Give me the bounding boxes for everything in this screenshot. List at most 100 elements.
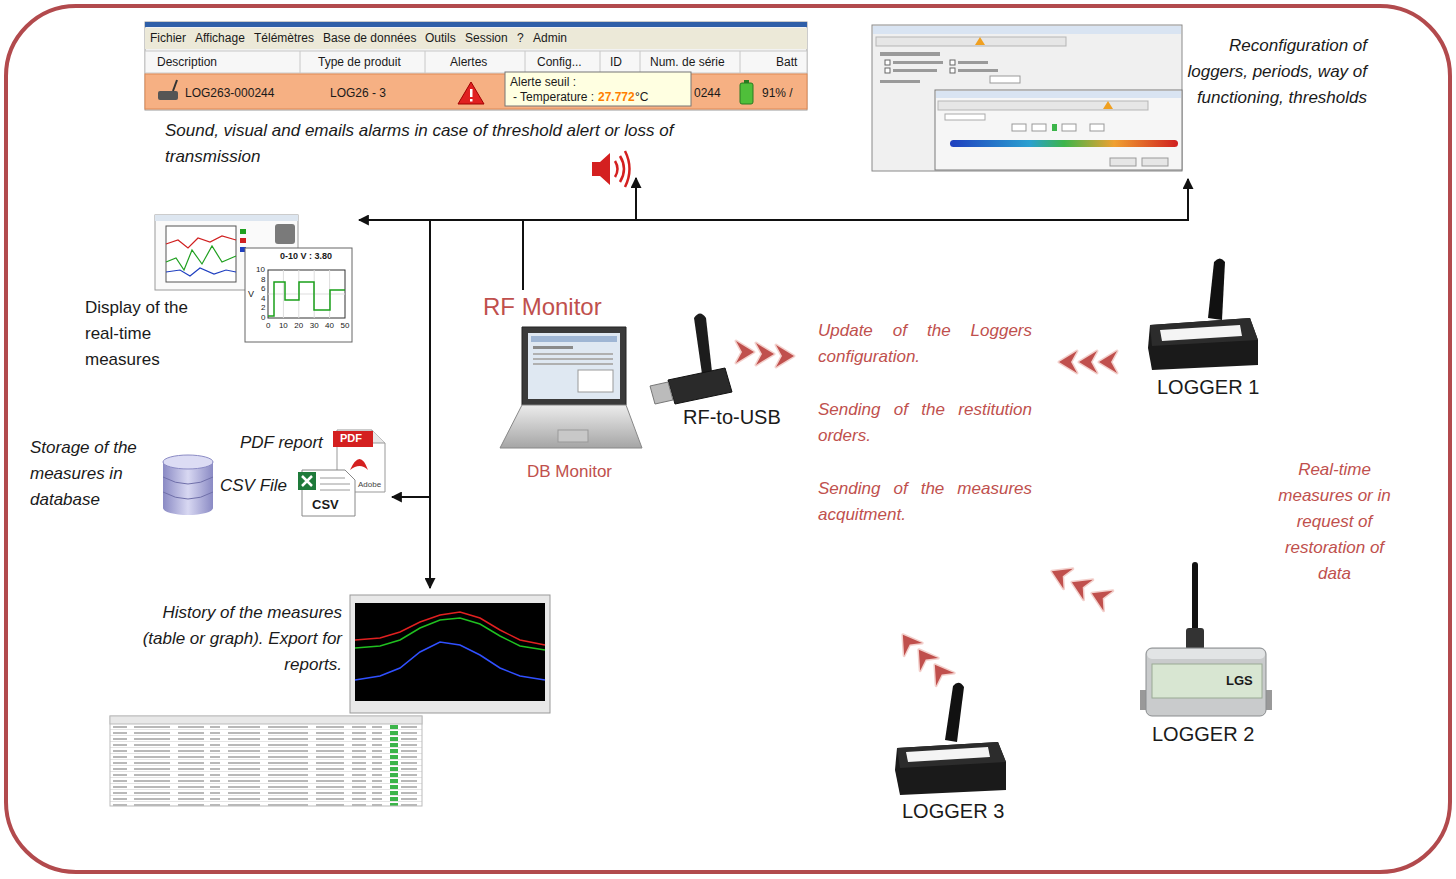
logger-2-part (1152, 664, 1262, 698)
history-table-part (110, 716, 422, 724)
connector-arrow (523, 178, 636, 290)
radio-chevrons-part (1059, 351, 1077, 373)
realtime-chart-small-part (275, 224, 295, 244)
cell-text: 91% / (762, 86, 793, 100)
configuration-screenshot-part (950, 60, 955, 65)
logger-1 (1148, 259, 1258, 371)
rf-usb-dongle-part (650, 382, 673, 404)
alarm-screenshot (145, 22, 807, 110)
configuration-screenshot-part (990, 76, 1020, 83)
menu-item: Affichage (195, 31, 245, 45)
configuration-screenshot-part (935, 90, 1182, 170)
node-label: History of the measures (table or graph)… (120, 600, 342, 678)
node-label: CSV File (220, 476, 287, 496)
alarm-screenshot-part (425, 51, 426, 73)
realtime-chart-small-part (155, 215, 298, 221)
connector-arrow (430, 220, 523, 588)
realtime-chart-large-part (268, 294, 345, 295)
flow-note: Sending of the restitution orders. (818, 397, 1032, 449)
configuration-screenshot-part (1142, 158, 1168, 166)
csv-icon-part (320, 484, 350, 485)
configuration-screenshot-part (1012, 124, 1026, 131)
node-label: LOGGER 3 (902, 799, 1004, 823)
menu-item: Télémètres (254, 31, 314, 45)
logger-2-part (1147, 649, 1265, 659)
node-label: Display of the real-time measures (85, 295, 215, 373)
column-header: Config... (537, 55, 582, 69)
alarm-screenshot-part (158, 91, 178, 100)
radio-chevrons-part (756, 343, 774, 365)
pdf-icon-part (333, 431, 373, 447)
logger-3-part (895, 742, 1006, 795)
node-label: Reconfiguration of loggers, periods, way… (1187, 33, 1367, 111)
node-label: Sound, visual and emails alarms in case … (165, 118, 725, 170)
csv-icon-part (320, 478, 345, 479)
configuration-screenshot-part (950, 140, 1178, 147)
speaker-icon-part (620, 156, 624, 182)
history-graph-part (355, 603, 545, 701)
alarm-screenshot-part (505, 72, 691, 106)
illustration-part (359, 178, 1188, 588)
laptop-part (522, 327, 626, 405)
realtime-chart-small-part (166, 246, 236, 270)
database-icon-part (163, 501, 213, 515)
connector-arrow (392, 220, 523, 497)
configuration-screenshot-part (880, 80, 920, 83)
logger-2 (1140, 562, 1272, 716)
axis-tick: 2 (261, 303, 265, 313)
column-header: Num. de série (650, 55, 725, 69)
configuration-screenshot (872, 25, 1182, 171)
history-graph-part (350, 595, 550, 713)
device-mark: LGS (1226, 673, 1253, 689)
menu-item: ? (517, 31, 524, 45)
radio-chevrons (736, 341, 1117, 686)
alarm-screenshot-part (744, 80, 749, 83)
column-header: ID (610, 55, 622, 69)
radio-chevrons-part (776, 345, 794, 367)
laptop-part (528, 333, 620, 399)
display-panel: Display of the real-time measures (80, 212, 355, 377)
alarm-screenshot-part (470, 99, 473, 102)
menu-item: Admin (533, 31, 567, 45)
laptop-part (533, 363, 613, 365)
logger-1-part (1160, 325, 1242, 341)
configuration-panel: Reconfiguration of loggers, periods, way… (872, 25, 1371, 175)
history-graph (350, 595, 550, 713)
laptop-part (531, 336, 617, 342)
speaker-icon-part (625, 151, 630, 187)
rf-usb-dongle-part (668, 368, 732, 404)
radio-chevrons-part (926, 658, 954, 685)
laptop (500, 327, 642, 448)
axis-tick: 6 (261, 284, 265, 294)
logger-3-part (945, 683, 964, 742)
realtime-chart-small-part (166, 268, 236, 276)
rf-usb-dongle-part (694, 314, 712, 375)
realtime-chart-large-part (268, 282, 345, 316)
alarm-screenshot-part (145, 51, 807, 73)
csv-icon-part (302, 470, 355, 516)
configuration-screenshot-part (936, 91, 1181, 98)
outer-frame-part (6, 6, 1450, 872)
radio-chevrons-part (1087, 583, 1113, 611)
alarm-screenshot-part (173, 80, 177, 91)
realtime-chart-large-part (245, 248, 352, 342)
configuration-screenshot-part (876, 37, 1066, 46)
pdf-icon-part (372, 430, 385, 443)
alarm-screenshot-part (740, 51, 741, 73)
speaker-icon-part (615, 161, 618, 177)
database-icon-part (163, 455, 213, 469)
csv-icon-part (302, 476, 312, 486)
history-graph-part (355, 642, 545, 680)
alarm-screenshot-part (458, 82, 484, 104)
rf-usb-dongle (650, 314, 732, 405)
node-label: LOGGER 2 (1152, 722, 1254, 746)
menu-item: Outils (425, 31, 456, 45)
configuration-screenshot-part (1103, 101, 1113, 109)
laptop-part (578, 370, 613, 392)
cell-text: LOG26 - 3 (330, 86, 386, 100)
configuration-screenshot-part (872, 25, 1182, 171)
history-table (110, 716, 422, 806)
laptop-part (533, 358, 613, 360)
axis-tick: 8 (261, 275, 265, 285)
